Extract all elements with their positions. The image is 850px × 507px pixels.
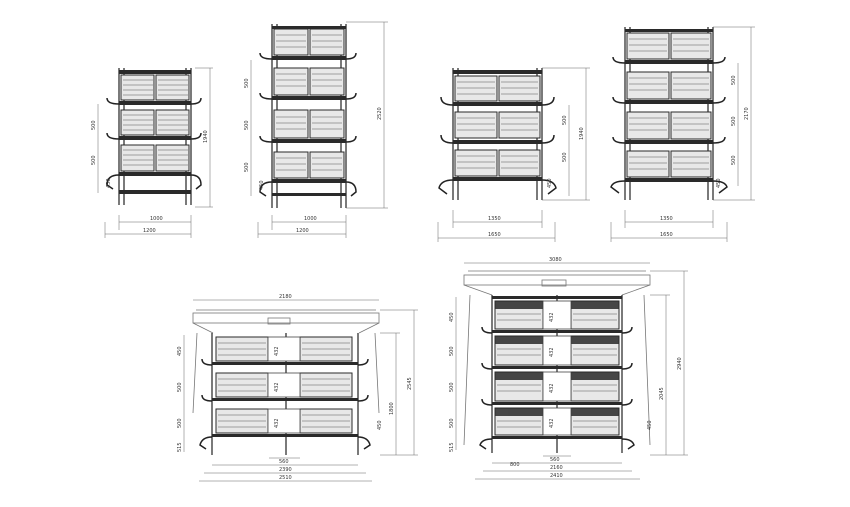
- dim-center-4-6: 432: [549, 418, 555, 428]
- cage-4tier-side-drawing: 3080 560 800 2160 2410 2940 2045 450 500…: [449, 257, 688, 480]
- dim-width-inner-1: 1000: [150, 216, 163, 222]
- dim-width-outer-4: 1650: [660, 232, 673, 238]
- dim-tier-mid-4: 500: [731, 116, 737, 126]
- dim-width-base-5: 2390: [279, 467, 292, 473]
- dim-height-1: 1940: [203, 130, 209, 143]
- dim-width-inner-3: 1350: [488, 216, 501, 222]
- dim-height-2: 2520: [377, 107, 383, 120]
- dim-height-6: 2940: [677, 357, 683, 370]
- dim-right-low-6: 450: [647, 420, 653, 430]
- dim-left-foot-6: 515: [449, 442, 455, 452]
- dim-right-low-5: 450: [377, 420, 383, 430]
- dim-center-width-5: 560: [279, 459, 289, 465]
- dim-center-low-5: 432: [274, 418, 280, 428]
- dim-center-3-6: 432: [549, 383, 555, 393]
- dim-tier-mid-1: 500: [91, 155, 97, 165]
- dim-left-top-5: 450: [177, 346, 183, 356]
- dim-left-low-5: 500: [177, 418, 183, 428]
- dim-center-width-6: 560: [550, 457, 560, 463]
- dim-height-5: 2545: [407, 377, 413, 390]
- dim-left-3-6: 500: [449, 382, 455, 392]
- dim-height-3: 1940: [579, 127, 585, 140]
- dim-width-inner-4: 1350: [660, 216, 673, 222]
- dim-width-top-5: 2180: [279, 294, 292, 300]
- dim-center-top-5: 432: [274, 346, 280, 356]
- dim-center-1-6: 432: [549, 312, 555, 322]
- dim-left-foot-5: 515: [177, 442, 183, 452]
- dim-tier-top-4: 500: [731, 75, 737, 85]
- cage-3tier-a-drawing: 1000 1200 1940 500 500 450: [91, 67, 213, 238]
- dim-width-inner-2: 1000: [304, 216, 317, 222]
- dim-width-outer-3: 1650: [488, 232, 501, 238]
- dim-tier-top-3: 500: [562, 115, 568, 125]
- dim-tier-mid-2: 500: [244, 120, 250, 130]
- dim-foot-4: 450: [716, 178, 722, 188]
- cage-3tier-b-drawing: 1350 1650 1940 500 500 450: [437, 67, 590, 242]
- dim-height-inner-5: 1800: [389, 402, 395, 415]
- dim-width-outer-1: 1200: [143, 228, 156, 234]
- dim-left-2-6: 500: [449, 346, 455, 356]
- dim-height-inner-6: 2045: [659, 387, 665, 400]
- cage-4tier-a-drawing: 1000 1200 2520 500 500 500 450: [244, 21, 388, 238]
- dim-width-base-6: 2160: [550, 465, 563, 471]
- dim-width-outer-5: 2510: [279, 475, 292, 481]
- dim-left-width-6: 800: [510, 462, 520, 468]
- dim-tier-top-1: 500: [91, 120, 97, 130]
- dim-left-top-6: 450: [449, 312, 455, 322]
- dim-width-top-6: 3080: [549, 257, 562, 263]
- dim-width-outer-6: 2410: [550, 473, 563, 479]
- dim-foot-3: 450: [547, 178, 553, 188]
- cage-3tier-side-drawing: 2180 560 2390 2510 2545 1800 450 500 500…: [177, 294, 418, 482]
- dim-width-outer-2: 1200: [296, 228, 309, 234]
- dim-center-mid-5: 432: [274, 382, 280, 392]
- dim-tier-top-2: 500: [244, 78, 250, 88]
- dim-left-4-6: 500: [449, 418, 455, 428]
- cage-4tier-b-drawing: 1350 1650 2170 500 500 500 450: [610, 26, 755, 242]
- dim-foot-2: 450: [259, 180, 265, 190]
- dim-foot-1: 450: [106, 178, 112, 188]
- dim-center-2-6: 432: [549, 347, 555, 357]
- dim-tier-low-4: 500: [731, 155, 737, 165]
- dim-left-mid-5: 500: [177, 382, 183, 392]
- dim-height-4: 2170: [744, 107, 750, 120]
- dim-tier-mid-3: 500: [562, 152, 568, 162]
- dim-tier-low-2: 500: [244, 162, 250, 172]
